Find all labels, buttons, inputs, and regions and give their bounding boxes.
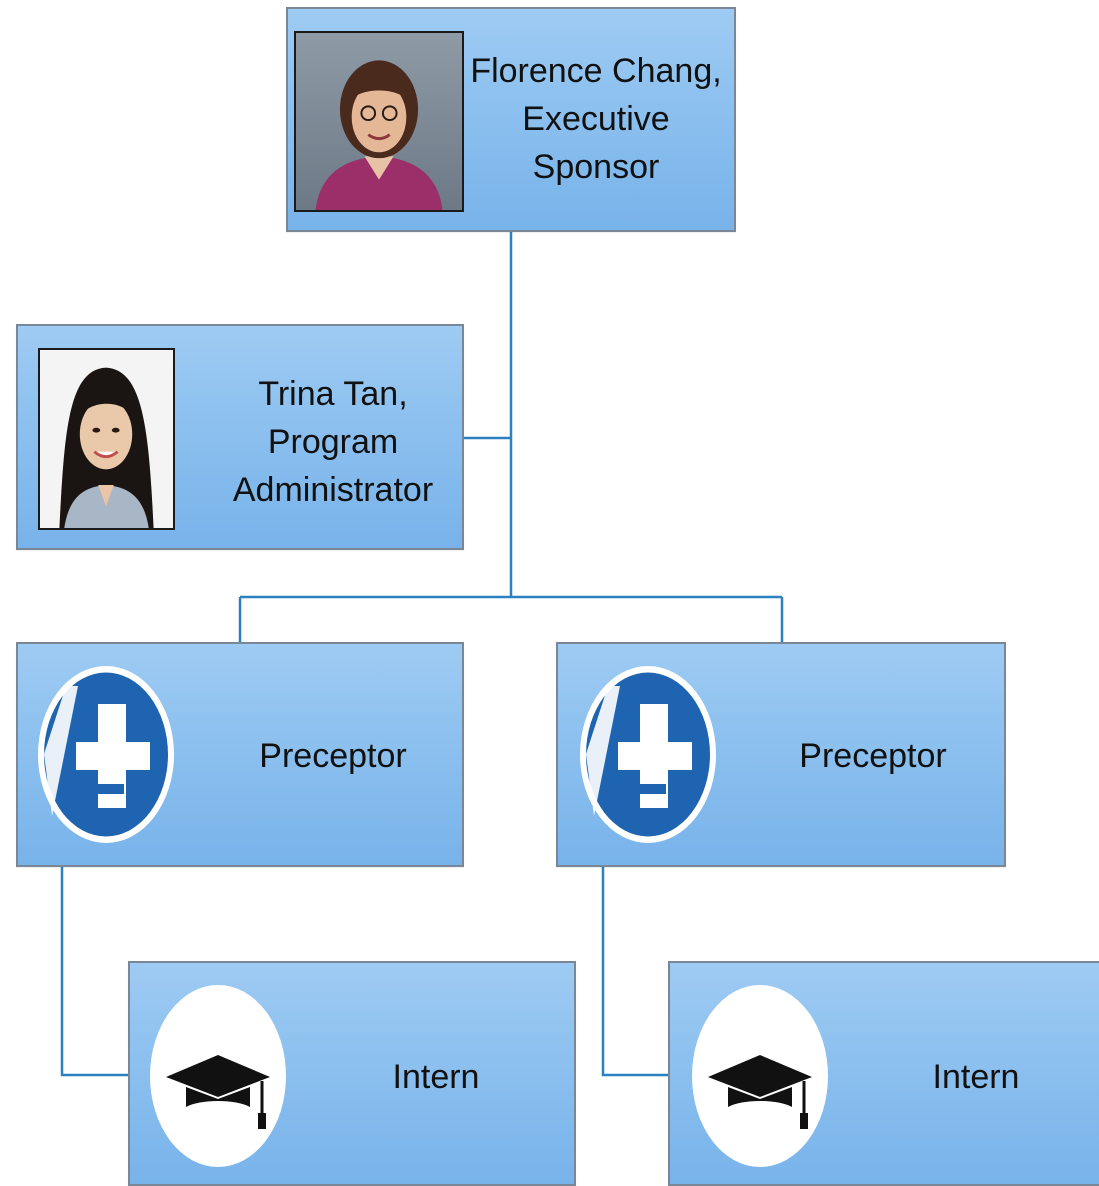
medical-cross-icon	[38, 666, 174, 843]
intern-node-left[interactable]: Intern	[128, 961, 576, 1186]
administrator-title-line-2: Administrator	[232, 471, 434, 509]
connector-intern-left	[60, 866, 128, 1077]
sponsor-portrait-photo-icon	[294, 31, 464, 212]
connector-intern-right	[601, 866, 668, 1077]
sponsor-label: Florence Chang, Executive Sponsor	[458, 47, 734, 191]
sponsor-node[interactable]: Florence Chang, Executive Sponsor	[286, 7, 736, 232]
preceptor-node-right[interactable]: Preceptor	[556, 642, 1006, 867]
medical-cross-icon	[580, 666, 716, 843]
graduation-cap-icon	[692, 985, 828, 1167]
sponsor-title-line-1: Executive	[522, 100, 670, 138]
intern-right-label: Intern	[932, 1058, 1020, 1096]
graduation-cap-icon	[150, 985, 286, 1167]
sponsor-title-line-2: Sponsor	[532, 148, 660, 186]
administrator-title-line-1: Program	[267, 423, 399, 461]
intern-left-label: Intern	[392, 1058, 480, 1096]
administrator-name-line: Trina Tan,	[258, 375, 408, 413]
preceptor-right-label: Preceptor	[799, 737, 947, 775]
preceptor-node-left[interactable]: Preceptor	[16, 642, 464, 867]
administrator-label: Trina Tan, Program Administrator	[208, 370, 458, 514]
administrator-portrait-photo-icon	[38, 348, 175, 530]
administrator-node[interactable]: Trina Tan, Program Administrator	[16, 324, 464, 550]
intern-node-right[interactable]: Intern	[668, 961, 1099, 1186]
sponsor-name-line: Florence Chang,	[470, 52, 722, 90]
preceptor-left-label: Preceptor	[259, 737, 407, 775]
